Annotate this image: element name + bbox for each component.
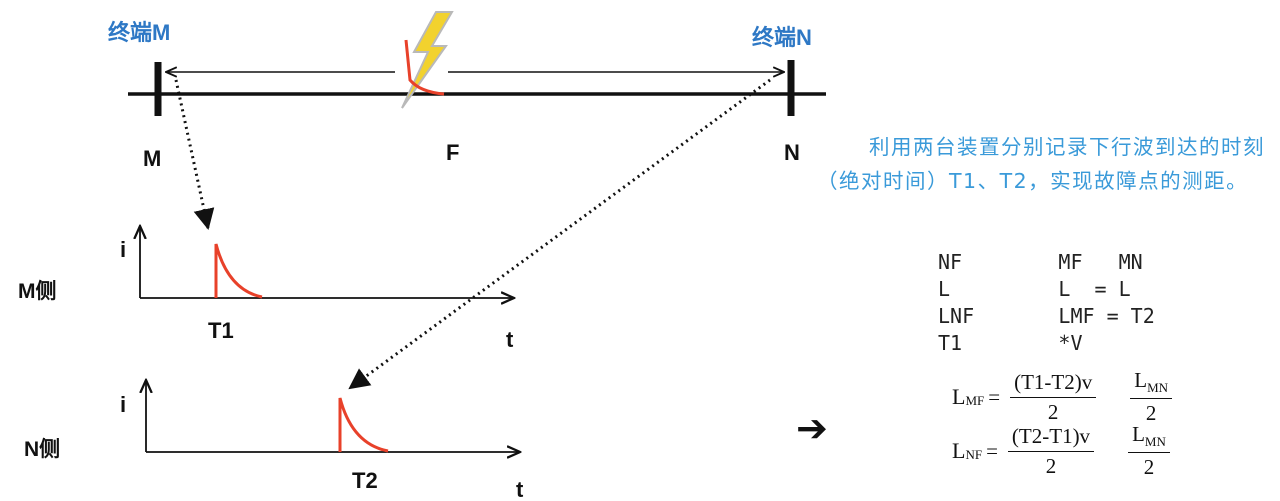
formula-lnf: LNF = (T2-T1)v 2 LMN 2 [952,422,1176,480]
fraction-time: (T1-T2)v 2 [1010,370,1097,425]
m-y-axis-label: i [120,237,126,262]
fraction-length: LMN 2 [1130,368,1173,426]
terminal-n-title: 终端N [752,25,812,50]
n-y-axis-label: i [120,392,126,417]
fraction-denominator: 2 [1143,455,1155,480]
lightning-icon [401,11,454,109]
description-body: 利用两台装置分别记录下行波到达的时刻（绝对时间）T1、T2，实现故障点的测距。 [817,135,1265,193]
fraction-denominator: 2 [1145,401,1157,426]
equals-sign: = [986,438,998,463]
relation-row-4: T1 *V [938,331,1083,355]
relation-row-3: LNF LMF = T2 [938,304,1155,328]
relation-row-1: NF MF MN [938,250,1143,274]
fraction-numerator: (T1-T2)v [1010,370,1097,398]
formula-lmf: LMF = (T1-T2)v 2 LMN 2 [952,368,1178,426]
n-side-label: N侧 [24,437,60,461]
implies-arrow-icon: ➔ [796,406,828,450]
terminal-m-title: 终端M [108,20,170,45]
n-wave-pulse [338,397,389,453]
length-relations: NF MF MN L L = L LNF LMF = T2 T1 *V [938,250,1155,358]
formula-lhs: LMF [952,384,985,410]
m-time-label: T1 [208,318,234,343]
equals-sign: = [988,384,1001,409]
m-x-axis-label: t [506,327,514,352]
fraction-numerator: (T2-T1)v [1007,424,1095,452]
m-wave-pulse [214,243,263,299]
node-n-label: N [784,140,800,165]
relation-row-2: L L = L [938,277,1131,301]
description-text: 利用两台装置分别记录下行波到达的时刻（绝对时间）T1、T2，实现故障点的测距。 [817,130,1272,198]
n-time-label: T2 [352,468,378,493]
fraction-denominator: 2 [1045,453,1057,478]
formula-lhs: LNF [952,438,983,464]
n-propagation-path [348,78,771,390]
fraction-denominator: 2 [1047,399,1059,424]
m-propagation-path [174,79,215,231]
fault-label: F [446,140,459,165]
fraction-numerator: LMN [1128,422,1170,454]
n-side-waveform: i t T2 N侧 [24,380,524,501]
n-x-axis-label: t [516,477,524,501]
node-m-label: M [143,146,161,171]
m-side-waveform: i t T1 M侧 [18,226,514,352]
m-side-label: M侧 [18,279,57,303]
fraction-length: LMN 2 [1128,422,1170,480]
fraction-time: (T2-T1)v 2 [1007,424,1095,479]
fraction-numerator: LMN [1130,368,1173,400]
